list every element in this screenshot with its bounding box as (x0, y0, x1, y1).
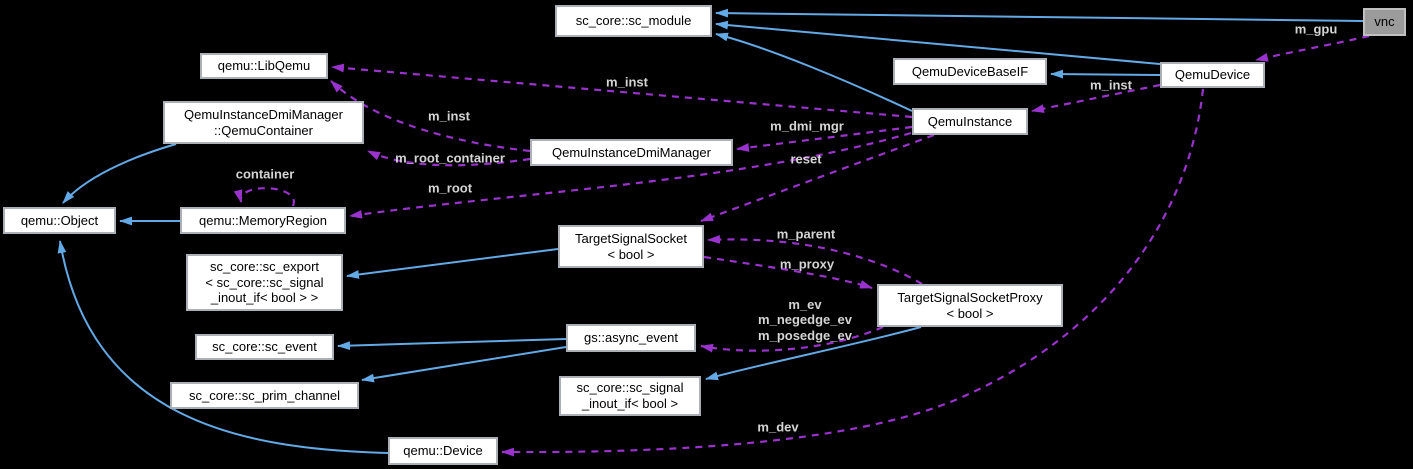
node-sc-core-sc-export[interactable]: sc_core::sc_export < sc_core::sc_signal … (186, 254, 343, 311)
edge-label-m-inst-dmimanager: m_inst (428, 108, 470, 124)
edge-inheritance-qemudevicenode-to-object (57, 240, 389, 454)
edge-inheritance-vnc-to-sc-module (715, 8, 1364, 22)
edge-usage-container-self-loop (233, 187, 295, 207)
edge-inheritance-qemudevice-to-qemudevicebaseif (1050, 69, 1161, 79)
node-qemu-device[interactable]: qemu::Device (388, 437, 498, 465)
node-sc-core-sc-signal-inout-if-bool[interactable]: sc_core::sc_signal _inout_if< bool > (559, 376, 701, 416)
edge-usage-m-dev (501, 88, 1205, 457)
edge-label-m-root: m_root (427, 180, 473, 196)
edge-usage-reset (700, 133, 935, 223)
node-sc-core-sc-module[interactable]: sc_core::sc_module (555, 5, 712, 37)
edge-label-m-inst-instance: m_inst (606, 74, 648, 90)
edge-inheritance-proxy-to-scsignalinoutif (705, 326, 922, 381)
edge-label-m-inst-device: m_inst (1090, 77, 1132, 93)
edge-label-container: container (235, 166, 295, 182)
edge-inheritance-qemuinstance-to-sc-module (715, 32, 913, 112)
node-qemu-object[interactable]: qemu::Object (3, 207, 116, 234)
node-targetsignalsocketproxy-bool[interactable]: TargetSignalSocketProxy < bool > (877, 284, 1063, 327)
edge-label-m-proxy: m_proxy (779, 256, 835, 272)
node-qemudevicebaseif[interactable]: QemuDeviceBaseIF (893, 58, 1047, 85)
edge-label-m-ev-group: m_ev m_negedge_ev m_posedge_ev (758, 297, 852, 343)
edge-label-m-dev: m_dev (757, 419, 799, 435)
edge-usage-m-inst-device-to-instance (1031, 83, 1161, 113)
node-qemu-memoryregion[interactable]: qemu::MemoryRegion (180, 207, 346, 234)
edge-usage-m-dmi-mgr (736, 125, 913, 152)
edge-inheritance-targetsignalsocket-to-scexport (346, 248, 559, 279)
edge-label-m-gpu: m_gpu (1294, 21, 1338, 37)
edge-label-m-root-container: m_root_container (395, 150, 505, 166)
node-sc-core-sc-event[interactable]: sc_core::sc_event (195, 334, 334, 360)
node-qemudevice[interactable]: QemuDevice (1160, 62, 1265, 88)
node-qemuinstancedmimanager[interactable]: QemuInstanceDmiManager (530, 139, 733, 166)
node-targetsignalsocket-bool[interactable]: TargetSignalSocket < bool > (558, 225, 704, 268)
edge-usage-m-inst-dmimanager-to-libqemu (330, 80, 531, 153)
node-qemuinstancedmimanager-qemucontainer[interactable]: QemuInstanceDmiManager ::QemuContainer (163, 101, 364, 144)
edge-usage-m-gpu (1255, 34, 1370, 62)
node-qemu-libqemu[interactable]: qemu::LibQemu (200, 53, 328, 79)
edge-inheritance-qemudevice-to-sc-module (715, 20, 1161, 65)
node-vnc: vnc (1363, 8, 1406, 36)
edge-usage-m-proxy (703, 255, 873, 290)
edge-usage-m-ev-group (700, 325, 884, 353)
edge-label-m-parent: m_parent (776, 226, 836, 242)
node-gs-async-event[interactable]: gs::async_event (566, 324, 696, 352)
node-qemuinstance[interactable]: QemuInstance (912, 108, 1028, 135)
edge-label-m-dmi-mgr: m_dmi_mgr (770, 118, 844, 134)
edge-usage-m-root-container (367, 150, 531, 167)
edge-inheritance-qemucontainer-to-object (62, 143, 177, 204)
edge-usage-m-inst-instance-to-libqemu (331, 63, 913, 119)
node-sc-core-sc-prim-channel[interactable]: sc_core::sc_prim_channel (170, 382, 359, 409)
edge-label-reset: reset (790, 151, 822, 167)
edge-inheritance-asyncevent-to-scevent (337, 338, 567, 351)
edge-inheritance-asyncevent-to-scprimchannel (361, 346, 567, 383)
